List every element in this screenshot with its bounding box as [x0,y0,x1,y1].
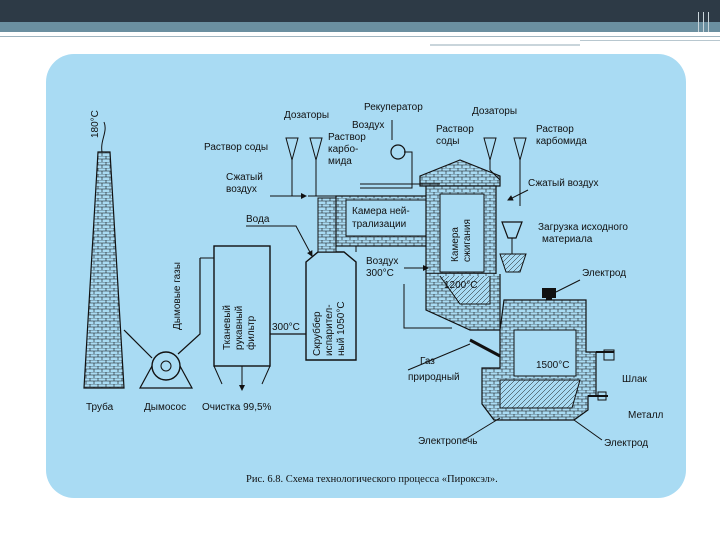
carbamide-left-label-3: мида [328,156,352,167]
loading-hopper [500,222,526,272]
filter-label-2: рукавный [234,306,245,350]
chimney [84,122,124,388]
recuperator-label: Рекуператор [364,102,423,113]
combustion-label-2: сжигания [462,219,473,262]
scrubber-label-3: ный 1050°С [336,301,347,356]
air-300-label-2: 300°С [366,268,394,279]
filter-label-3: фильтр [245,315,257,350]
temp-1200-label: 1200°С [444,280,477,291]
gas-label-2: природный [408,372,460,383]
dispensers-left [286,138,322,196]
scrubber-label-2: испарител- [324,304,335,356]
temp-1500-label: 1500°С [536,360,569,371]
pipe-label: Труба [86,401,114,413]
cleaning-label: Очистка 99,5% [202,402,272,413]
carbamide-left-label-1: Раствор [328,132,366,143]
figure-caption: Рис. 6.8. Схема технологического процесс… [246,474,498,485]
carbamide-right-label-1: Раствор [536,124,574,135]
loading-label-1: Загрузка исходного [538,222,628,233]
compressed-air-right-label: Сжатый воздух [528,178,598,189]
electrode-bottom-label: Электрод [604,438,648,449]
slag-label: Шлак [622,374,648,385]
electrode-top-label: Электрод [582,268,626,279]
soda-solution-left-label: Раствор соды [204,142,268,153]
temp-180-label: 180°C [90,110,101,138]
dispensers-right-label: Дозаторы [472,106,517,117]
neutralization-label-1: Камера ней- [352,206,410,217]
scrubber-label-1: Скруббер [311,311,323,356]
filter-label-1: Тканевый [222,305,233,350]
metal-label: Металл [628,410,664,421]
neutralization-label-2: трализации [352,219,406,230]
air-300-label-1: Воздух [366,256,398,267]
dispensers-left-label: Дозаторы [284,110,329,121]
compressed-air-left-label-2: воздух [226,184,257,195]
temp-300-left-label: 300°C [272,322,300,333]
smoke-gases-label: Дымовые газы [172,262,183,330]
compressed-air-left-label-1: Сжатый [226,172,263,183]
combustion-label-1: Камера [450,227,461,262]
carbamide-right-label-2: карбомида [536,135,587,147]
carbamide-left-label-2: карбо- [328,143,358,155]
smoke-exhauster [124,258,200,388]
loading-label-2: материала [542,234,593,245]
smoke-exhauster-label: Дымосос [144,402,186,413]
air-top-label: Воздух [352,120,384,131]
water-label: Вода [246,214,270,225]
soda-solution-right-label-2: соды [436,136,459,147]
soda-solution-right-label-1: Раствор [436,124,474,135]
slag-outlet [596,350,614,360]
